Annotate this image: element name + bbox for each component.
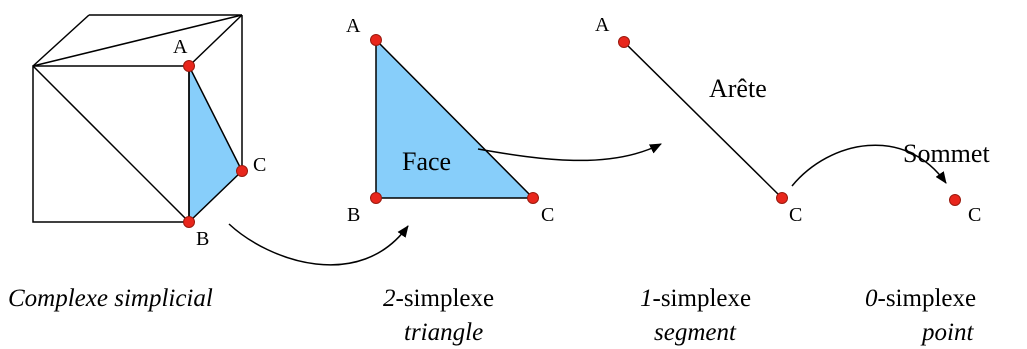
point-simplex: C Sommet (903, 139, 990, 226)
triangle-label-c: C (541, 204, 554, 226)
complex-label-b: B (196, 228, 209, 250)
complex-label-c: C (253, 154, 266, 176)
complex-label-a: A (173, 36, 188, 58)
triangle-vertex-b (370, 192, 382, 204)
caption-segment-num: 1 (640, 285, 653, 312)
triangle-vertex-c (527, 192, 539, 204)
caption-triangle-word: -simplexe (396, 285, 495, 312)
point-vertex-c (949, 194, 961, 206)
caption-segment-line1: 1-simplexe (640, 285, 751, 312)
arrow-triangle-to-segment (477, 143, 662, 162)
complex-vertex-a (183, 60, 195, 72)
triangle-label-b: B (347, 204, 360, 226)
caption-point-word: -simplexe (878, 285, 977, 312)
caption-segment-word: -simplexe (653, 285, 752, 312)
triangle-label-a: A (346, 15, 361, 37)
caption-point-line1: 0-simplexe (865, 285, 976, 312)
edge-label: Arête (709, 74, 767, 103)
complex-vertex-c (236, 165, 248, 177)
caption-point-num: 0 (865, 285, 878, 312)
segment-label-a: A (595, 14, 610, 36)
arrow-complex-to-triangle (228, 223, 409, 266)
triangle-face (375, 38, 535, 199)
segment-vertex-c (776, 192, 788, 204)
segment-label-c: C (789, 204, 802, 226)
segment-edge (623, 41, 783, 199)
caption-point-kind: point (920, 319, 974, 346)
triangle-simplex: A B C Face (346, 15, 554, 226)
caption-complex: Complexe simplicial (8, 285, 213, 312)
caption-segment-kind: segment (654, 319, 737, 346)
segment-vertex-a (618, 36, 630, 48)
segment-simplex: A C Arête (595, 14, 802, 226)
complex-edges (32, 14, 243, 223)
face-label: Face (402, 147, 451, 176)
simplicial-complex: A C B (32, 14, 266, 250)
caption-triangle-line1: 2-simplexe (383, 285, 494, 312)
arrow-segment-to-point (791, 144, 947, 187)
triangle-vertex-a (370, 34, 382, 46)
complex-vertex-b (183, 216, 195, 228)
caption-triangle-num: 2 (383, 285, 396, 312)
point-label-c: C (968, 204, 981, 226)
vertex-word-label: Sommet (903, 139, 990, 168)
caption-triangle-kind: triangle (404, 319, 483, 346)
complex-face-abc (188, 65, 243, 224)
